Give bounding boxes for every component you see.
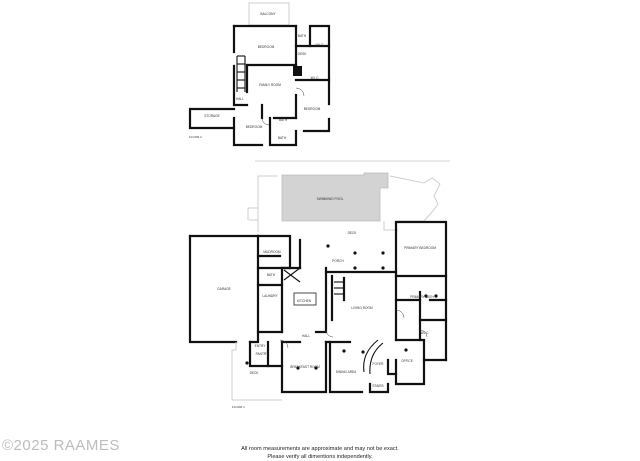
room-label: PORCH — [332, 259, 344, 263]
room-label: DINING AREA — [336, 370, 357, 374]
room-label: W.I.C. — [311, 76, 320, 80]
room-label: KITCHEN — [297, 299, 312, 303]
disclaimer-line: All room measurements are approximate an… — [200, 446, 440, 454]
room-label: W.I.C. — [421, 331, 430, 335]
room-label: GARAGE — [217, 287, 231, 291]
room-label: OFFICE — [401, 359, 413, 363]
room-label: LAUNDRY — [262, 294, 278, 298]
room-label: MUDROOM — [263, 250, 281, 254]
disclaimer: All room measurements are approximate an… — [200, 446, 440, 461]
room-label: BREAKFAST ROOM — [290, 365, 320, 369]
room-label: DESK — [298, 52, 308, 56]
room-label: BATH — [267, 273, 276, 277]
room-label: STORAGE — [204, 114, 220, 118]
room-label: PRIMARY BATH — [410, 295, 434, 299]
floor-2-plan — [190, 3, 329, 145]
room-label: HALL — [302, 334, 310, 338]
room-label: DECK — [348, 231, 358, 235]
room-label: FAMILY ROOM — [259, 83, 281, 87]
room-label: BATH — [279, 118, 288, 122]
room-label: ENTRY — [255, 344, 267, 348]
room-label: BEDROOM — [246, 125, 263, 129]
room-label: BATH — [278, 136, 287, 140]
floor-2-label: FLOOR 2 — [189, 135, 202, 139]
watermark-logo: ©2025 RAAMES — [2, 437, 120, 454]
room-label: HALL — [236, 97, 244, 101]
room-label: STAIRS — [372, 384, 383, 388]
room-label: PANTRY — [256, 352, 270, 356]
room-label: W.I.C. — [316, 43, 325, 47]
room-label: LIVING ROOM — [351, 306, 373, 310]
room-label: FOYER — [373, 362, 385, 366]
room-label: SWIMMING POOL — [317, 197, 344, 201]
room-label: BEDROOM — [304, 107, 321, 111]
room-label: BALCONY — [260, 12, 276, 16]
floor-1-label: FLOOR 1 — [232, 405, 245, 409]
room-label: PRIMARY BEDROOM — [404, 246, 436, 250]
room-label: BEDROOM — [258, 45, 275, 49]
room-label: DECK — [250, 371, 260, 375]
room-label: BATH — [298, 34, 307, 38]
